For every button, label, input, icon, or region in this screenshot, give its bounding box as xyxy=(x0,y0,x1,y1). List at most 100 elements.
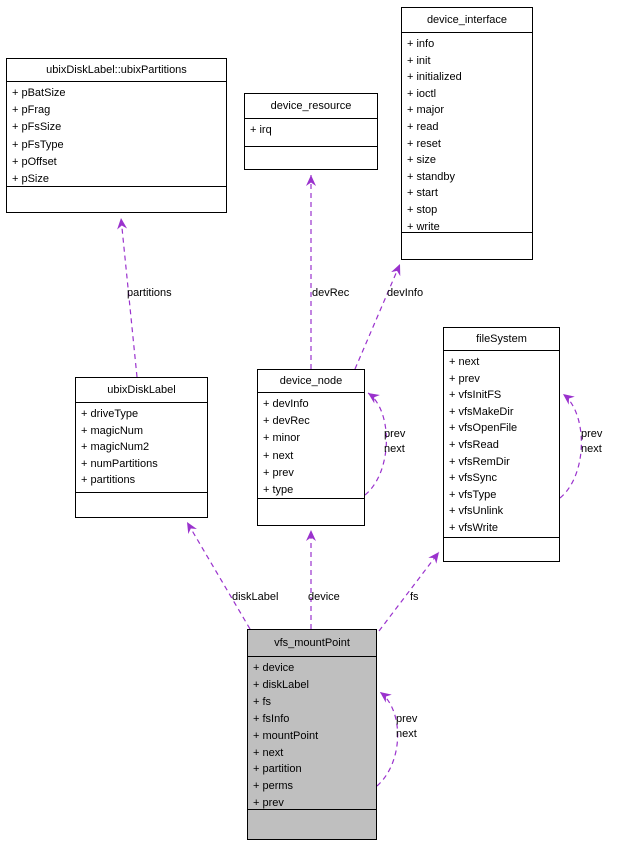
class-empty-compartment xyxy=(444,538,559,561)
edge-label-line: prev xyxy=(384,428,406,440)
class-title[interactable]: device_resource xyxy=(245,94,377,119)
class-attribute: + size xyxy=(407,154,437,167)
class-filesystem[interactable]: fileSystem + next + prev + vfsInitFS + vfsM… xyxy=(443,327,560,562)
edge-label-device-node-loop: prev next xyxy=(384,427,405,457)
edge-device-node-self-loop xyxy=(364,392,387,496)
edge-label-line: prev xyxy=(396,713,418,725)
edge-label-line: next xyxy=(384,443,405,455)
class-attribute: + vfsOpenFile xyxy=(449,422,518,435)
class-attribute: + perms xyxy=(253,780,294,793)
edge-filesystem-self-loop xyxy=(559,393,582,499)
class-attribute: + pOffset xyxy=(12,155,57,168)
class-attribute: + pBatSize xyxy=(12,87,66,99)
class-vfs-mountpoint-highlighted[interactable]: vfs_mountPoint + device+ diskLabel+ fs+ … xyxy=(247,629,377,840)
class-title[interactable]: device_node xyxy=(258,370,364,393)
class-attribute: + partition xyxy=(253,763,302,776)
class-attribute: + pSize xyxy=(12,173,49,186)
class-attributes: + next + prev + vfsInitFS + vfsMakeDir + vfs… xyxy=(444,351,559,538)
class-attribute: + mountPoint xyxy=(253,729,319,742)
class-title[interactable]: ubixDiskLabel::ubixPartitions xyxy=(7,59,226,82)
class-title[interactable]: fileSystem xyxy=(444,328,559,351)
class-attribute: + magicNum2 xyxy=(81,441,150,454)
class-attribute: + magicNum xyxy=(81,424,144,437)
class-title[interactable]: vfs_mountPoint xyxy=(248,630,376,657)
class-attribute: + next xyxy=(253,746,284,759)
edge-fs xyxy=(378,551,440,632)
class-attribute: + init xyxy=(407,54,431,67)
class-attribute: + info xyxy=(407,38,435,50)
class-device-resource[interactable]: device_resource + irq xyxy=(244,93,378,170)
edge-label-device: device xyxy=(308,591,340,603)
class-attribute: + prev xyxy=(263,466,294,479)
edge-label-line: next xyxy=(581,443,602,455)
edge-label-filesystem-loop: prev next xyxy=(581,427,602,457)
class-empty-compartment xyxy=(76,493,207,517)
class-empty-compartment xyxy=(7,187,226,212)
edge-disklabel xyxy=(186,521,251,630)
class-attribute: + diskLabel xyxy=(253,678,309,691)
class-attribute: + minor xyxy=(263,432,300,445)
class-attribute: + devInfo xyxy=(263,398,309,410)
class-attribute: + next xyxy=(263,449,294,462)
edge-label-line: next xyxy=(396,728,417,740)
edge-devinfo xyxy=(354,263,401,370)
class-attribute: + vfsRemDir xyxy=(449,455,510,468)
class-attribute: + write xyxy=(407,220,440,233)
class-attribute: + pFsSize xyxy=(12,121,62,134)
class-attribute: + start xyxy=(407,187,438,200)
edge-label-partitions: partitions xyxy=(127,287,172,299)
class-attribute: + reset xyxy=(407,137,441,150)
class-attribute: + prev xyxy=(253,797,284,810)
class-attribute: + stop xyxy=(407,203,438,216)
class-attribute: + irq xyxy=(250,124,272,136)
class-attribute: + pFsType xyxy=(12,138,64,151)
edge-label-fs: fs xyxy=(410,591,419,603)
edge-label-devrec: devRec xyxy=(312,287,350,299)
class-attribute: + vfsInitFS xyxy=(449,389,502,402)
class-ubixdisklabel[interactable]: ubixDiskLabel + driveType + magicNum + mag… xyxy=(75,377,208,518)
class-attribute: + driveType xyxy=(81,408,139,420)
class-attributes: + devInfo + devRec + minor + next + prev + ty… xyxy=(258,393,364,499)
class-attributes: + pBatSize + pFrag + pFsSize + pFsType + pOf… xyxy=(7,82,226,187)
class-attribute: + vfsType xyxy=(449,488,497,501)
class-attribute: + fsInfo xyxy=(253,712,290,725)
class-empty-compartment xyxy=(245,147,377,169)
class-device-node[interactable]: device_node + devInfo + devRec + minor + ne… xyxy=(257,369,365,526)
class-attribute: + pFrag xyxy=(12,104,51,117)
edge-vfs-self-loop xyxy=(376,691,399,787)
class-ubixdisklabel-ubixpartitions[interactable]: ubixDiskLabel::ubixPartitions + pBatSize… xyxy=(6,58,227,213)
class-attributes: + driveType + magicNum + magicNum2 + numPar… xyxy=(76,403,207,493)
class-attribute: + prev xyxy=(449,372,480,385)
class-attribute: + numPartitions xyxy=(81,457,158,470)
class-attribute: + vfsUnlink xyxy=(449,505,504,518)
edge-label-disklabel: diskLabel xyxy=(232,591,279,603)
class-attribute: + fs xyxy=(253,695,272,708)
class-empty-compartment xyxy=(248,810,376,839)
class-attribute: + standby xyxy=(407,170,456,183)
class-attribute: + initialized xyxy=(407,71,462,84)
class-attributes: + info+ init+ initialized+ ioctl+ major+… xyxy=(402,33,532,233)
class-attributes: + irq xyxy=(245,119,377,147)
edge-label-devinfo: devInfo xyxy=(387,287,424,299)
class-empty-compartment xyxy=(402,233,532,259)
class-attribute: + type xyxy=(263,484,294,497)
class-attribute: + next xyxy=(449,356,480,368)
class-attribute: + vfsWrite xyxy=(449,521,499,534)
edge-label-line: prev xyxy=(581,428,603,440)
class-attribute: + vfsRead xyxy=(449,438,499,451)
class-attribute: + ioctl xyxy=(407,87,437,100)
edge-label-vfs-loop: prev next xyxy=(396,712,417,742)
class-attribute: + vfsSync xyxy=(449,472,497,485)
class-attribute: + vfsMakeDir xyxy=(449,405,514,418)
class-title[interactable]: ubixDiskLabel xyxy=(76,378,207,403)
class-attribute: + read xyxy=(407,120,439,133)
class-empty-compartment xyxy=(258,499,364,525)
class-device-interface[interactable]: device_interface + info + init + initializ… xyxy=(401,7,533,260)
class-title[interactable]: device_interface xyxy=(402,8,532,33)
class-attribute: + partitions xyxy=(81,474,136,487)
class-attribute: + device xyxy=(253,662,295,674)
class-attribute: + devRec xyxy=(263,415,310,428)
class-attributes: + device + diskLabel + fs + fsInfo + mountPo… xyxy=(248,657,376,810)
